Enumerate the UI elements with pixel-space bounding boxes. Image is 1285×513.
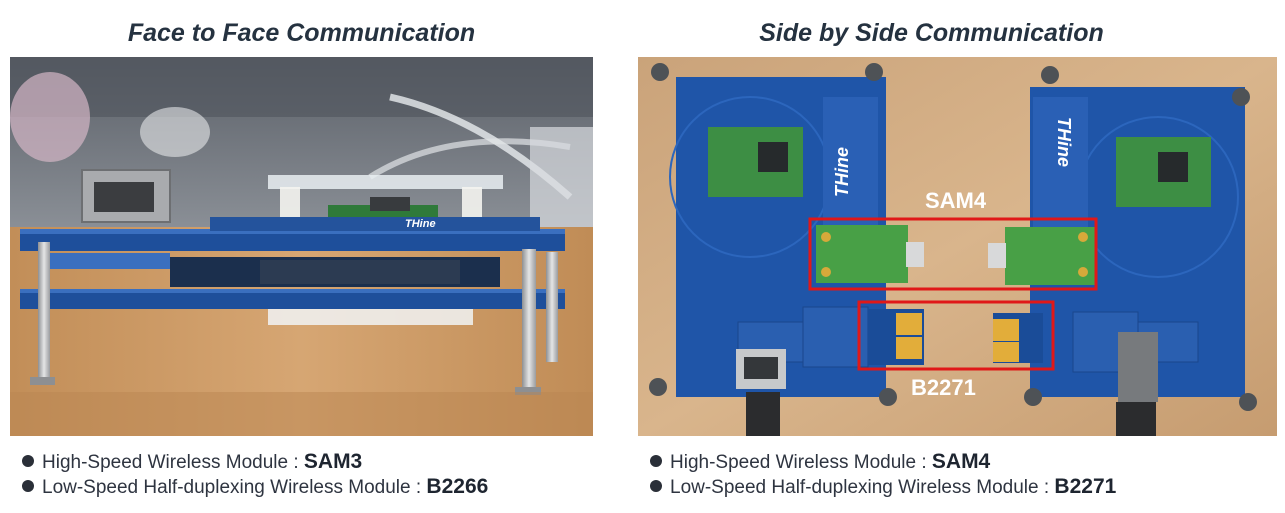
face-to-face-photo: THine: [10, 57, 593, 436]
panel-title-right: Side by Side Communication: [759, 19, 1104, 47]
bullet-dot-icon: [650, 480, 662, 492]
bullet-item: High-Speed Wireless Module : SAM3: [22, 449, 488, 474]
bullet-label: Low-Speed Half-duplexing Wireless Module…: [670, 477, 1055, 498]
panel-title-left: Face to Face Communication: [127, 19, 476, 47]
bullet-item: High-Speed Wireless Module : SAM4: [650, 449, 1116, 474]
bullet-label: Low-Speed Half-duplexing Wireless Module…: [42, 477, 427, 498]
b-overlay-label: B2271: [911, 375, 976, 400]
svg-text:THine: THine: [1054, 117, 1074, 167]
bullet-value: SAM3: [303, 450, 363, 473]
b-module-highlight-box: [857, 300, 1055, 371]
sam-highlight-box: [808, 217, 1098, 291]
bullet-label: High-Speed Wireless Module :: [670, 452, 932, 473]
bullet-item: Low-Speed Half-duplexing Wireless Module…: [22, 474, 488, 499]
svg-text:THine: THine: [405, 218, 436, 230]
bullet-dot-icon: [22, 455, 34, 467]
side-by-side-photo: THine THine: [638, 57, 1277, 436]
bullet-label: High-Speed Wireless Module :: [42, 452, 304, 473]
bullet-value: SAM4: [931, 450, 991, 473]
svg-text:THine: THine: [832, 147, 852, 197]
bullet-list-right: High-Speed Wireless Module : SAM4 Low-Sp…: [650, 449, 1116, 499]
bullet-dot-icon: [650, 455, 662, 467]
bullet-value: B2271: [1054, 475, 1117, 498]
bullet-dot-icon: [22, 480, 34, 492]
bullet-value: B2266: [426, 475, 489, 498]
bullet-list-left: High-Speed Wireless Module : SAM3 Low-Sp…: [22, 449, 488, 499]
sam-overlay-label: SAM4: [925, 188, 987, 213]
bullet-item: Low-Speed Half-duplexing Wireless Module…: [650, 474, 1116, 499]
